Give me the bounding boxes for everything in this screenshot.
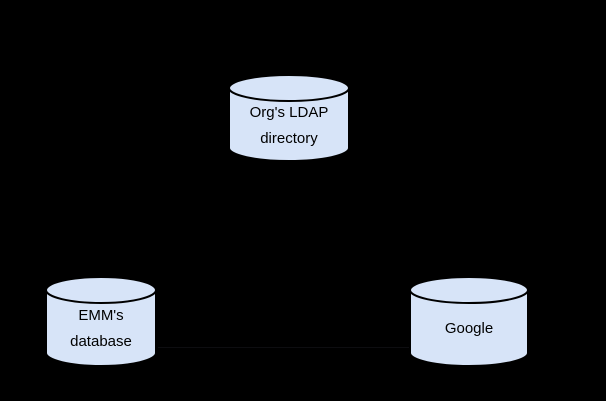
google-label: Google xyxy=(444,320,494,337)
ldap-directory-node: Org's LDAP directory xyxy=(228,74,350,162)
database-cylinder-icon xyxy=(228,74,350,162)
emm-database-node: EMM's database xyxy=(45,276,157,367)
emm-database-label: EMM's database xyxy=(70,307,132,350)
ldap-directory-label: Org's LDAP directory xyxy=(249,103,329,147)
emm-to-google-connector-line xyxy=(158,347,409,348)
database-cylinder-icon xyxy=(409,276,529,367)
google-node: Google xyxy=(409,276,529,367)
database-cylinder-icon xyxy=(45,276,157,367)
